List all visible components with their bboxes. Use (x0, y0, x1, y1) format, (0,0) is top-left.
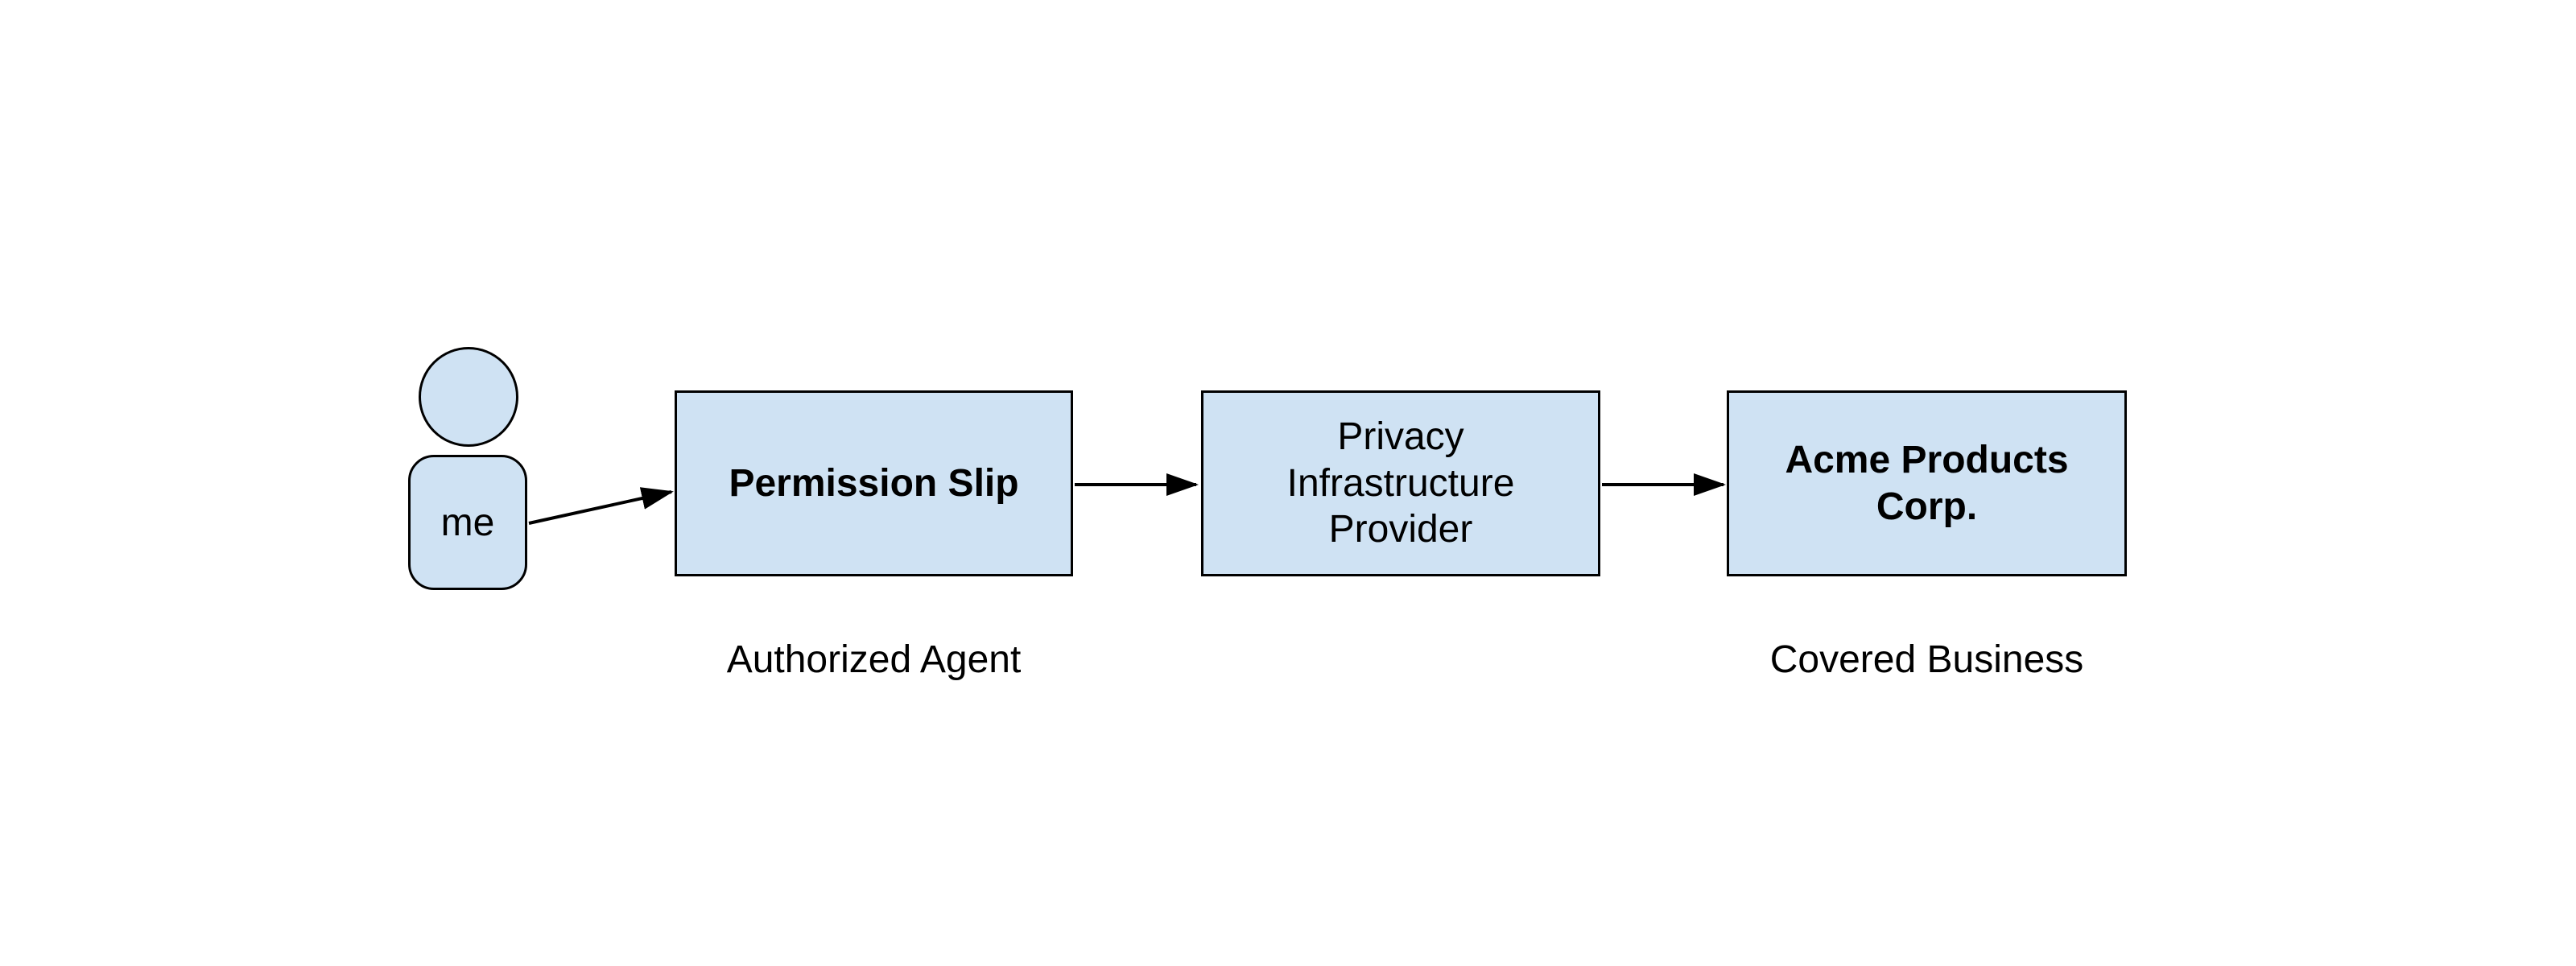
node-privacy-provider-label-line-3: Provider (1328, 508, 1473, 551)
node-privacy-provider-label-line-2: Infrastructure (1286, 461, 1515, 505)
caption-authorized-agent: Authorized Agent (726, 638, 1022, 681)
node-privacy-provider-label-line-1: Privacy (1337, 415, 1464, 459)
person-label: me (440, 501, 495, 544)
person-head-icon (419, 347, 518, 447)
node-acme-corp-label-line-2: Corp. (1876, 485, 1978, 528)
node-acme-products-corp: Acme Products Corp. (1727, 390, 2127, 576)
node-permission-slip-label: Permission Slip (729, 461, 1019, 505)
arrow-me-to-permission-slip (528, 487, 674, 525)
person-body: me (408, 455, 527, 590)
node-privacy-infrastructure-provider: Privacy Infrastructure Provider (1201, 390, 1600, 576)
node-permission-slip: Permission Slip (675, 390, 1073, 576)
caption-covered-business: Covered Business (1769, 638, 2084, 681)
node-acme-corp-label-line-1: Acme Products (1785, 438, 2069, 481)
